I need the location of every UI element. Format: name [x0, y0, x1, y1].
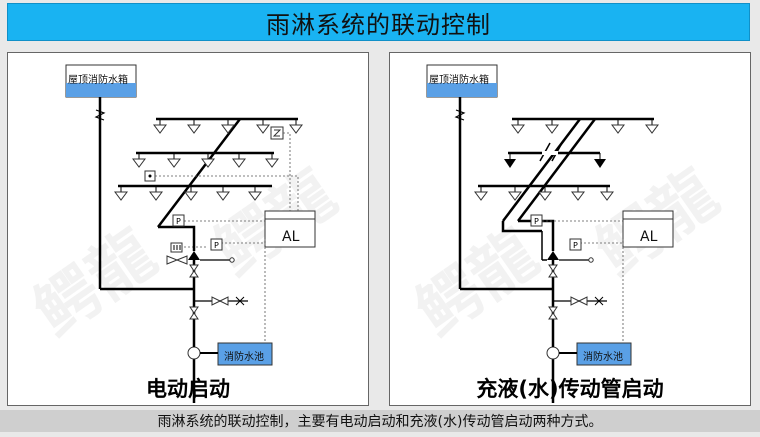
page-title: 雨淋系统的联动控制: [7, 3, 750, 41]
svg-text:P: P: [176, 217, 181, 226]
gate-valve-icon: [548, 264, 558, 278]
electric-start-diagram-panel: 鳄龍 鳄龍: [7, 52, 369, 406]
alarm-controller: [622, 210, 674, 248]
gate-valve-icon: [189, 306, 199, 320]
alarm-controller-label: AL: [282, 229, 300, 245]
test-valve-icon: [570, 296, 588, 306]
roof-tank-label: 屋顶消防水箱: [429, 75, 489, 86]
electric-start-caption: 电动启动: [146, 377, 230, 401]
roof-tank-label: 屋顶消防水箱: [68, 75, 128, 86]
closed-sprinkler-icon: [594, 159, 606, 168]
deluge-valve-icon: [188, 251, 200, 260]
gate-valve-icon: [548, 306, 558, 320]
gate-valve-icon: [189, 264, 199, 278]
hydraulic-start-caption: 充液(水)传动管启动: [476, 377, 664, 401]
pressure-switch-icon: [569, 238, 582, 251]
hydraulic-start-schematic: P P: [426, 64, 674, 403]
svg-text:P: P: [573, 241, 578, 250]
alarm-controller: [264, 210, 316, 248]
fire-pool-label: 消防水池: [224, 352, 264, 363]
sprinkler-heads: [114, 119, 303, 201]
subtitle-caption: 雨淋系统的联动控制，主要有电动启动和充液(水)传动管启动两种方式。: [0, 410, 760, 432]
sprinkler-heads: [474, 119, 659, 201]
pressure-switch-icon: [210, 238, 223, 251]
svg-text:P: P: [214, 241, 219, 250]
svg-text:P: P: [534, 217, 539, 226]
alarm-controller-label: AL: [640, 229, 658, 245]
check-valve-icon: [454, 109, 466, 121]
pressure-switch-icon: [530, 214, 543, 227]
pressure-switch-icon: [172, 214, 185, 227]
closed-sprinkler-icon: [504, 159, 516, 168]
fire-pool-label: 消防水池: [583, 352, 623, 363]
hydraulic-start-diagram-panel: 鳄龍 鳄龍: [389, 52, 751, 406]
electric-start-schematic: P P: [65, 64, 316, 403]
pump-icon: [187, 346, 201, 360]
pump-icon: [546, 346, 560, 360]
check-valve-icon: [94, 109, 106, 121]
deluge-valve-icon: [547, 251, 559, 260]
test-valve-icon: [211, 296, 229, 306]
